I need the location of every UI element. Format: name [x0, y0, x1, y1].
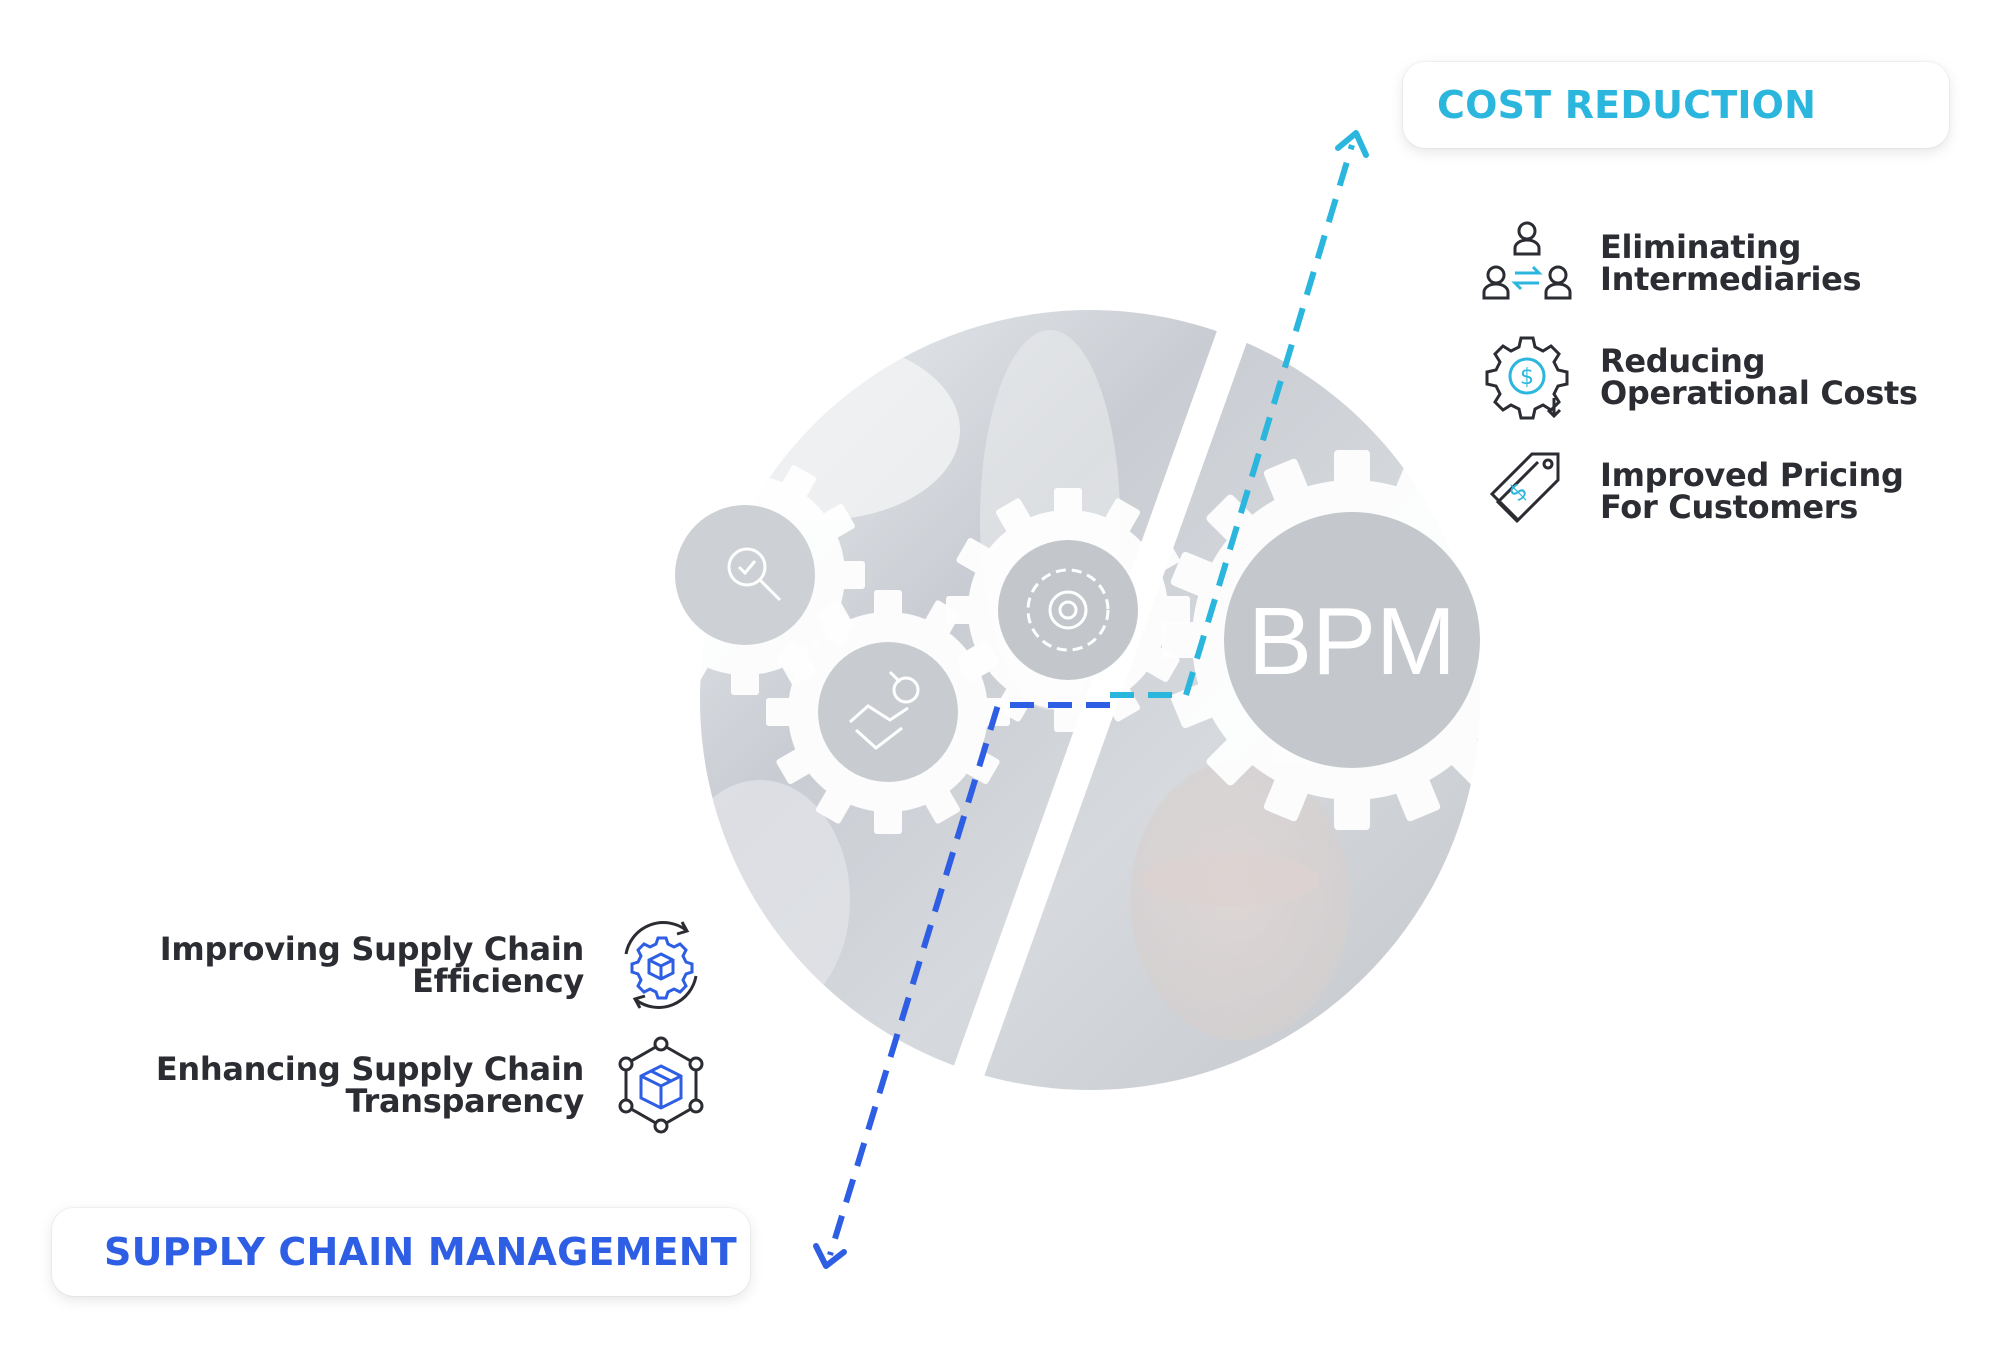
cost-item-intermediaries: Eliminating Intermediaries: [1482, 218, 1862, 308]
cost-arrowhead: [1335, 130, 1369, 158]
supply-chain-title: SUPPLY CHAIN MANAGEMENT: [104, 1230, 737, 1274]
cost-item-1-line2: Intermediaries: [1600, 260, 1862, 298]
cost-reduction-arrow: [1110, 144, 1355, 698]
cost-reduction-pill: COST REDUCTION: [1403, 62, 1949, 148]
cost-item-3-line2: For Customers: [1600, 488, 1859, 526]
gear-bpm: BPM: [1162, 450, 1542, 830]
cost-item-3-line1: Improved Pricing: [1600, 456, 1904, 494]
supply-item-2-line2: Transparency: [345, 1082, 584, 1120]
box-network-icon: [612, 1036, 710, 1134]
svg-text:$: $: [1503, 477, 1534, 508]
cost-item-operational: $ Reducing Operational Costs: [1482, 332, 1918, 422]
gear-middle: [946, 488, 1190, 732]
gear-top-left: [625, 455, 865, 695]
bpm-label: BPM: [1248, 588, 1456, 695]
supply-chain-arrow: [827, 702, 1110, 1256]
cost-item-2-line2: Operational Costs: [1600, 374, 1918, 412]
supply-item-transparency: Enhancing Supply Chain Transparency: [156, 1036, 710, 1134]
gear-bottom: [766, 590, 1010, 834]
supply-arrowhead: [813, 1243, 847, 1269]
supply-item-1-line1: Improving Supply Chain: [159, 930, 585, 968]
gear-dollar-icon: $: [1482, 332, 1572, 422]
cost-item-1-line1: Eliminating: [1600, 228, 1802, 266]
supply-item-2-line1: Enhancing Supply Chain: [155, 1050, 584, 1088]
price-tag-icon: $: [1482, 446, 1572, 536]
supply-item-1-line2: Efficiency: [412, 962, 584, 1000]
cost-item-2-line1: Reducing: [1600, 342, 1766, 380]
cost-reduction-title: COST REDUCTION: [1437, 83, 1817, 127]
people-exchange-icon: [1482, 218, 1572, 308]
process-cycle-icon: [1026, 568, 1110, 652]
svg-text:$: $: [1520, 365, 1534, 390]
supply-chain-pill: SUPPLY CHAIN MANAGEMENT: [52, 1208, 750, 1296]
handshake-wrench-icon: [849, 670, 920, 750]
cost-item-pricing: $ Improved Pricing For Customers: [1482, 446, 1904, 536]
gear-box-cycle-icon: [612, 916, 710, 1014]
supply-item-efficiency: Improving Supply Chain Efficiency: [160, 916, 710, 1014]
search-check-icon: [727, 547, 782, 602]
